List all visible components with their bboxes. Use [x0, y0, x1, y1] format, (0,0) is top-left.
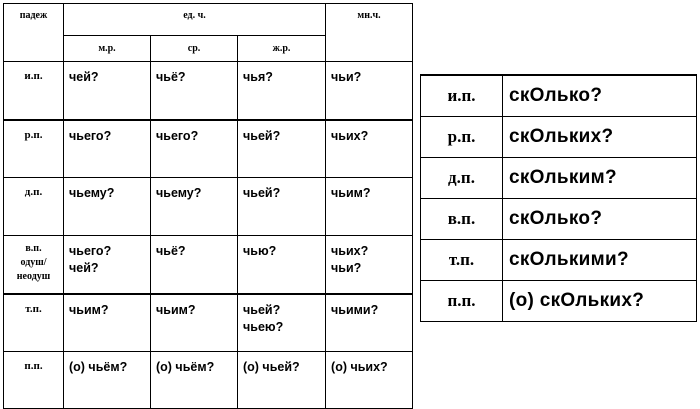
- cell-masculine: (о) чьём?: [63, 351, 151, 409]
- table-row: п.п. (о) чьём? (о) чьём? (о) чьей? (о) ч…: [3, 351, 414, 409]
- table-row: и.п. скОлько?: [420, 74, 697, 117]
- case-label: в.п.: [420, 198, 503, 240]
- cell-feminine: чьей? чьею?: [236, 292, 327, 352]
- cell-feminine: чьей?: [236, 118, 327, 178]
- cell-neuter: чьему?: [150, 177, 238, 236]
- case-label: д.п.: [3, 177, 64, 236]
- word-form: скОлько?: [502, 198, 697, 240]
- header-feminine: ж.р.: [236, 35, 327, 62]
- cell-masculine: чьего? чей?: [63, 235, 151, 294]
- word-form: (о) скОльких?: [502, 280, 697, 322]
- cell-plural: (о) чьих?: [325, 351, 414, 409]
- header-masculine: м.р.: [63, 35, 151, 62]
- header-neuter: ср.: [150, 35, 238, 62]
- cell-plural: чьим?: [325, 177, 414, 236]
- declension-table-chey: падеж ед. ч. мн.ч. м.р. ср. ж.р. и.п. че…: [3, 3, 414, 409]
- table-row: в.п. скОлько?: [420, 198, 697, 240]
- case-label: п.п.: [3, 351, 64, 409]
- header-case: падеж: [3, 3, 64, 62]
- case-label: д.п.: [420, 157, 503, 199]
- word-form: скОлько?: [502, 74, 697, 117]
- header-singular: ед. ч.: [62, 3, 327, 36]
- table-row: и.п. чей? чьё? чья? чьи?: [3, 61, 414, 120]
- word-form: скОльких?: [502, 116, 697, 158]
- table-row: т.п. скОлькими?: [420, 239, 697, 281]
- cell-plural: чьи?: [325, 61, 414, 120]
- table-row: р.п. скОльких?: [420, 116, 697, 158]
- cell-neuter: (о) чьём?: [150, 351, 238, 409]
- table-row: р.п. чьего? чьего? чьей? чьих?: [3, 118, 414, 178]
- cell-neuter: чьё?: [150, 235, 238, 294]
- case-label: в.п. одуш/ неодуш: [3, 235, 64, 294]
- table-row: т.п. чьим? чьим? чьей? чьею? чьими?: [3, 292, 414, 352]
- cell-feminine: (о) чьей?: [236, 351, 327, 409]
- header-plural: мн.ч.: [325, 3, 414, 62]
- cell-masculine: чей?: [63, 61, 151, 120]
- cell-neuter: чьего?: [150, 118, 238, 178]
- case-label: т.п.: [3, 292, 64, 352]
- cell-masculine: чьим?: [63, 292, 151, 352]
- table-row: д.п. скОльким?: [420, 157, 697, 199]
- table-row: п.п. (о) скОльких?: [420, 280, 697, 322]
- cell-feminine: чью?: [236, 235, 327, 294]
- case-label: р.п.: [420, 116, 503, 158]
- cell-plural: чьих?: [325, 118, 414, 178]
- cell-neuter: чьим?: [150, 292, 238, 352]
- cell-masculine: чьему?: [63, 177, 151, 236]
- word-form: скОлькими?: [502, 239, 697, 281]
- case-label: т.п.: [420, 239, 503, 281]
- table-row: в.п. одуш/ неодуш чьего? чей? чьё? чью? …: [3, 235, 414, 294]
- declension-table-skolko: и.п. скОлько? р.п. скОльких? д.п. скОльк…: [420, 74, 697, 322]
- case-label: и.п.: [420, 74, 503, 117]
- table-row: д.п. чьему? чьему? чьей? чьим?: [3, 177, 414, 236]
- cell-feminine: чьей?: [236, 177, 327, 236]
- cell-plural: чьими?: [325, 292, 414, 352]
- cell-plural: чьих? чьи?: [325, 235, 414, 294]
- cell-feminine: чья?: [236, 61, 327, 120]
- cell-neuter: чьё?: [150, 61, 238, 120]
- case-label: и.п.: [3, 61, 64, 120]
- cell-masculine: чьего?: [63, 118, 151, 178]
- case-label: р.п.: [3, 118, 64, 178]
- word-form: скОльким?: [502, 157, 697, 199]
- case-label: п.п.: [420, 280, 503, 322]
